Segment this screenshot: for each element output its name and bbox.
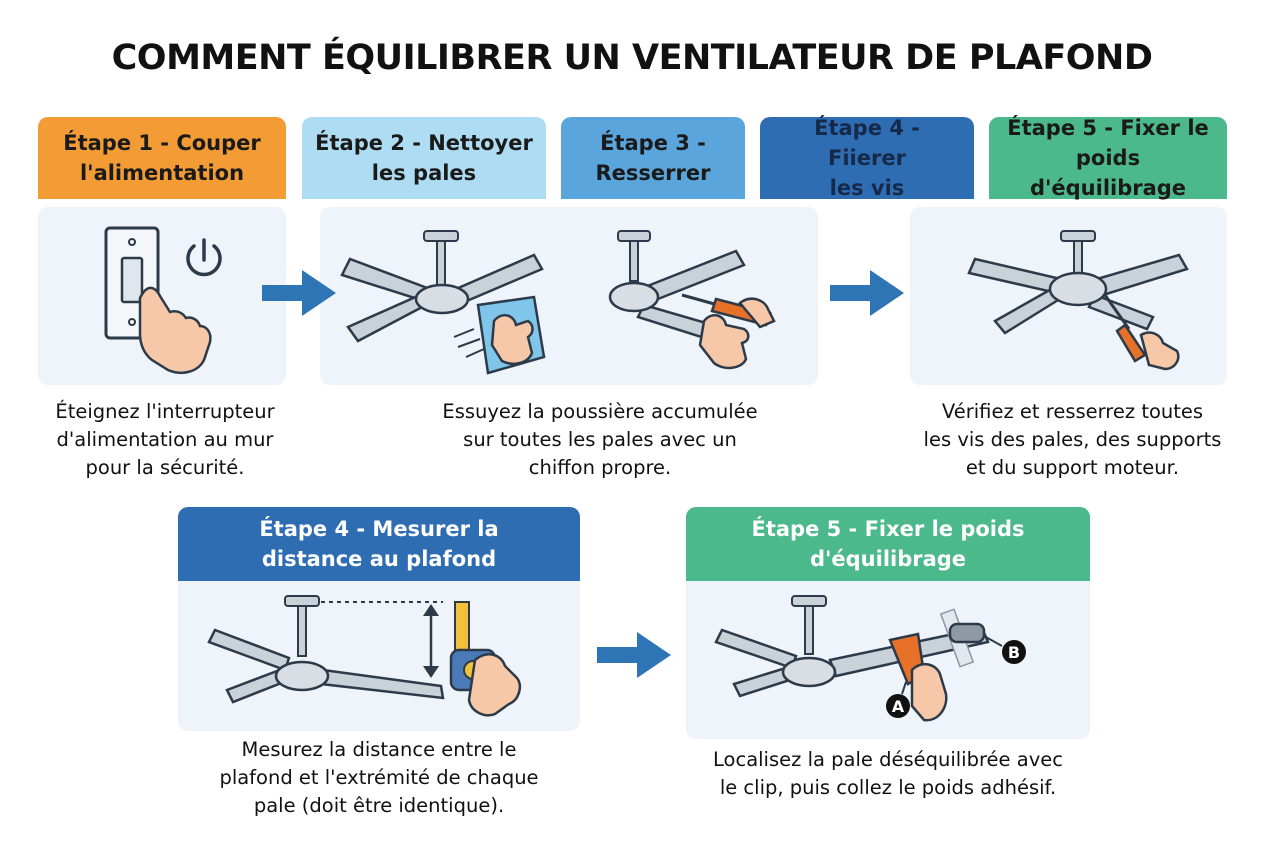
bottom-step-4-desc-line: plafond et l'extrémité de chaque xyxy=(219,766,539,789)
marker-a-icon: A xyxy=(886,681,910,718)
step-2-desc-line: Essuyez la poussière accumulée xyxy=(442,400,758,423)
step-5-line1: Étape 5 - Fixer le xyxy=(1007,116,1209,140)
bottom-step-5-description: Localisez la pale déséquilibrée avec le … xyxy=(670,746,1106,802)
step-2-header: Étape 2 - Nettoyer les pales xyxy=(302,117,546,199)
step-3-header: Étape 3 - Resserrer xyxy=(561,117,745,199)
step-2-line2: les pales xyxy=(371,161,477,185)
wall-switch-illustration xyxy=(104,226,222,374)
marker-b-label: B xyxy=(1008,643,1020,662)
step-4-line2: les vis xyxy=(829,176,905,200)
step-4-line1: Étape 4 - Fiierer xyxy=(814,116,920,170)
step-4-header: Étape 4 - Fiierer les vis xyxy=(760,116,974,200)
step-2-line1: Étape 2 - Nettoyer xyxy=(315,131,533,155)
bottom-step-4-line2: distance au plafond xyxy=(261,547,497,571)
bottom-step-4-description: Mesurez la distance entre le plafond et … xyxy=(178,736,580,820)
step-1-desc-line: pour la sécurité. xyxy=(85,456,245,479)
power-icon xyxy=(186,238,222,277)
bottom-step-4-line1: Étape 4 - Mesurer la xyxy=(259,517,499,541)
arrow-icon-2 xyxy=(830,270,904,316)
step-2-description: Essuyez la poussière accumulée sur toute… xyxy=(400,398,800,482)
step-5-line2: poids d'équilibrage xyxy=(1029,146,1187,200)
fan-screwdriver-illustration xyxy=(967,230,1189,371)
arrow-icon-3 xyxy=(597,632,671,678)
step-5-description: Vérifiez et resserrez toutes les vis des… xyxy=(895,398,1250,482)
step-5-header: Étape 5 - Fixer le poids d'équilibrage xyxy=(989,116,1227,200)
bottom-step-4-desc-line: Mesurez la distance entre le xyxy=(241,738,517,761)
bottom-step-5-desc-line: le clip, puis collez le poids adhésif. xyxy=(719,776,1057,799)
bottom-step-4-header: Étape 4 - Mesurer la distance au plafond xyxy=(178,507,580,581)
step-2-desc-line: sur toutes les pales avec un xyxy=(463,428,737,451)
page-title: COMMENT ÉQUILIBRER UN VENTILATEUR DE PLA… xyxy=(111,38,1153,78)
step-1-desc-line: d'alimentation au mur xyxy=(56,428,274,451)
bottom-step-4-desc-line: pale (doit être identique). xyxy=(253,794,505,817)
balance-weight-illustration: A B xyxy=(714,595,1026,722)
bottom-step-5-header: Étape 5 - Fixer le poids d'équilibrage xyxy=(686,507,1090,581)
step-1-line1: Étape 1 - Couper xyxy=(63,131,261,155)
step-1-description: Éteignez l'interrupteur d'alimentation a… xyxy=(30,398,300,482)
screwdriver-fan-illustration xyxy=(608,230,776,370)
bottom-step-5-desc-line: Localisez la pale déséquilibrée avec xyxy=(713,748,1063,771)
bottom-step-5-line2: d'équilibrage xyxy=(809,547,967,571)
step-5-desc-line: les vis des pales, des supports xyxy=(923,428,1222,451)
step-5-desc-line: Vérifiez et resserrez toutes xyxy=(941,400,1204,423)
step-2-desc-line: chiffon propre. xyxy=(528,456,672,479)
step-1-desc-line: Éteignez l'interrupteur xyxy=(55,400,275,423)
step-3-line2: Resserrer xyxy=(595,161,711,185)
bottom-step-5-line1: Étape 5 - Fixer le poids xyxy=(751,517,1025,541)
measuring-fan-illustration xyxy=(207,595,521,717)
step-1-header: Étape 1 - Couper l'alimentation xyxy=(38,117,286,199)
fan-cleaning-illustration xyxy=(340,230,546,375)
step-3-line1: Étape 3 - xyxy=(600,131,706,155)
marker-a-label: A xyxy=(892,697,905,716)
arrow-icon-1 xyxy=(262,270,336,316)
step-5-desc-line: et du support moteur. xyxy=(965,456,1180,479)
step-1-line2: l'alimentation xyxy=(79,161,245,185)
marker-b-icon: B xyxy=(983,635,1026,664)
